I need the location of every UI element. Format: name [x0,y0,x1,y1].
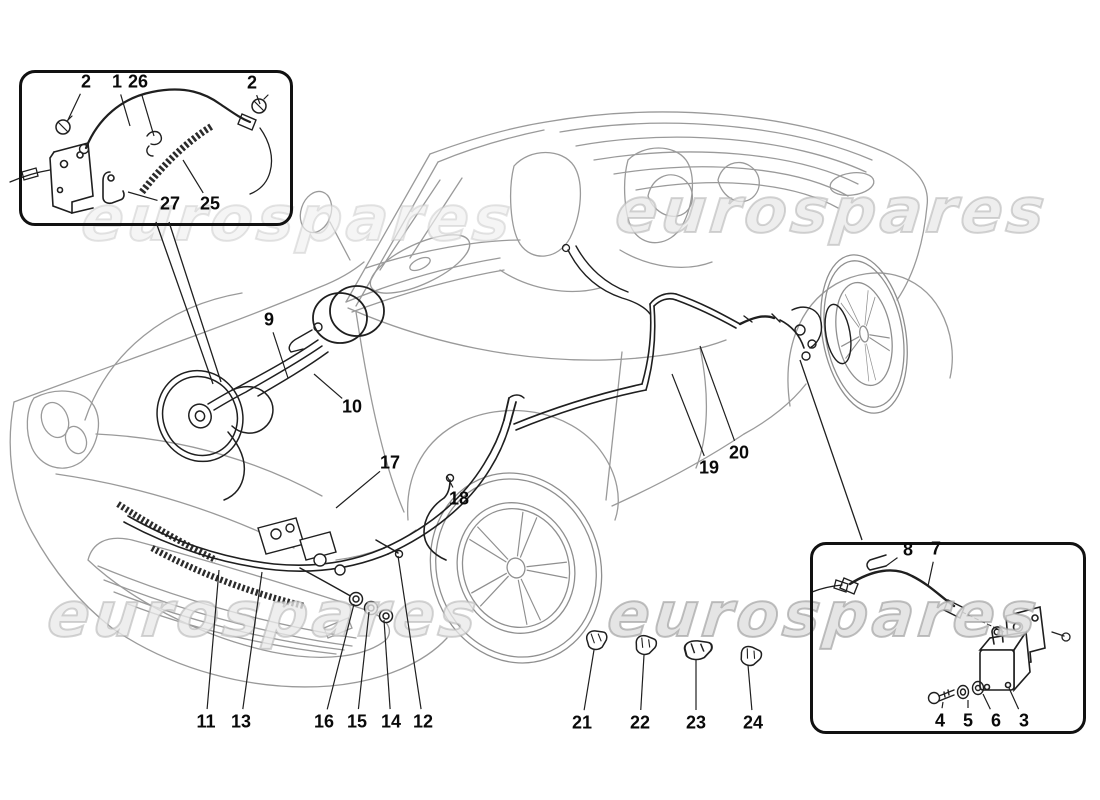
part-label-1[interactable]: 1 [111,71,123,92]
part-label-9[interactable]: 9 [263,309,275,330]
part-label-19[interactable]: 19 [698,457,720,478]
part-label-18[interactable]: 18 [448,488,470,509]
part-label-22[interactable]: 22 [629,712,651,733]
leader-line-4 [941,701,944,709]
leader-line-7 [927,561,934,587]
leader-line-11 [206,569,220,710]
bolt-washer-icons [927,680,985,705]
part-label-17[interactable]: 17 [379,452,401,473]
grommet-icons [348,591,394,624]
leader-line-27 [127,191,158,202]
part-label-26[interactable]: 26 [127,71,149,92]
part-label-23[interactable]: 23 [685,712,707,733]
leader-line-14 [383,619,391,710]
leader-line-19 [671,373,705,457]
inset-box-rear-hose-and-module [810,542,1086,734]
leader-line-3 [1008,687,1020,710]
part-label-7[interactable]: 7 [930,538,942,559]
valve-unit-icon [257,517,346,576]
leader-line-2 [256,94,261,105]
leader-line-6 [982,693,991,710]
leader-line-20 [699,345,736,441]
inset-locator-line [168,221,222,383]
pipe-clip-icons [585,630,763,667]
leader-line-18 [446,475,454,488]
part-label-11[interactable]: 11 [196,711,216,732]
part-label-2[interactable]: 2 [246,72,258,93]
part-label-3[interactable]: 3 [1018,710,1030,731]
leader-line-10 [313,373,343,399]
part-label-8[interactable]: 8 [902,539,914,560]
leader-line-16 [326,603,355,710]
inset-locator-line [155,221,214,385]
inset-box-front-brake-hose [19,70,293,226]
leader-line-1 [120,94,131,127]
leader-line-17 [335,470,381,509]
part-label-14[interactable]: 14 [380,711,402,732]
part-label-21[interactable]: 21 [571,712,593,733]
inset-rear-hose-module-art [811,554,1071,705]
leader-line-22 [640,654,645,711]
brake-booster-icon [288,285,385,353]
rear-wheel [809,248,919,420]
leader-line-2 [66,93,81,123]
inset-locator-line [799,359,863,541]
part-label-2[interactable]: 2 [80,71,92,92]
part-label-12[interactable]: 12 [412,711,434,732]
car-body [9,111,953,688]
part-label-13[interactable]: 13 [230,711,252,732]
leader-line-24 [747,664,753,711]
part-label-27[interactable]: 27 [159,193,181,214]
part-label-6[interactable]: 6 [990,710,1002,731]
part-label-5[interactable]: 5 [962,710,974,731]
leader-line-8 [885,557,898,567]
part-label-4[interactable]: 4 [934,710,946,731]
part-label-25[interactable]: 25 [199,193,221,214]
brake-system-lines [116,243,852,624]
leader-line-12 [397,555,422,710]
leader-line-26 [141,94,155,137]
part-label-10[interactable]: 10 [341,396,363,417]
part-label-16[interactable]: 16 [313,711,335,732]
leader-line-9 [272,332,289,379]
part-label-15[interactable]: 15 [346,711,368,732]
rear-brake-caliper-icon [791,303,852,365]
front-wheel [406,451,626,686]
leader-line-15 [357,611,370,710]
leader-line-13 [242,571,263,710]
leader-line-21 [583,649,595,711]
leader-line-25 [182,159,204,194]
front-brake-disc-icon [143,357,258,475]
control-module-icon [978,626,1031,693]
part-label-24[interactable]: 24 [742,712,764,733]
part-label-20[interactable]: 20 [728,442,750,463]
